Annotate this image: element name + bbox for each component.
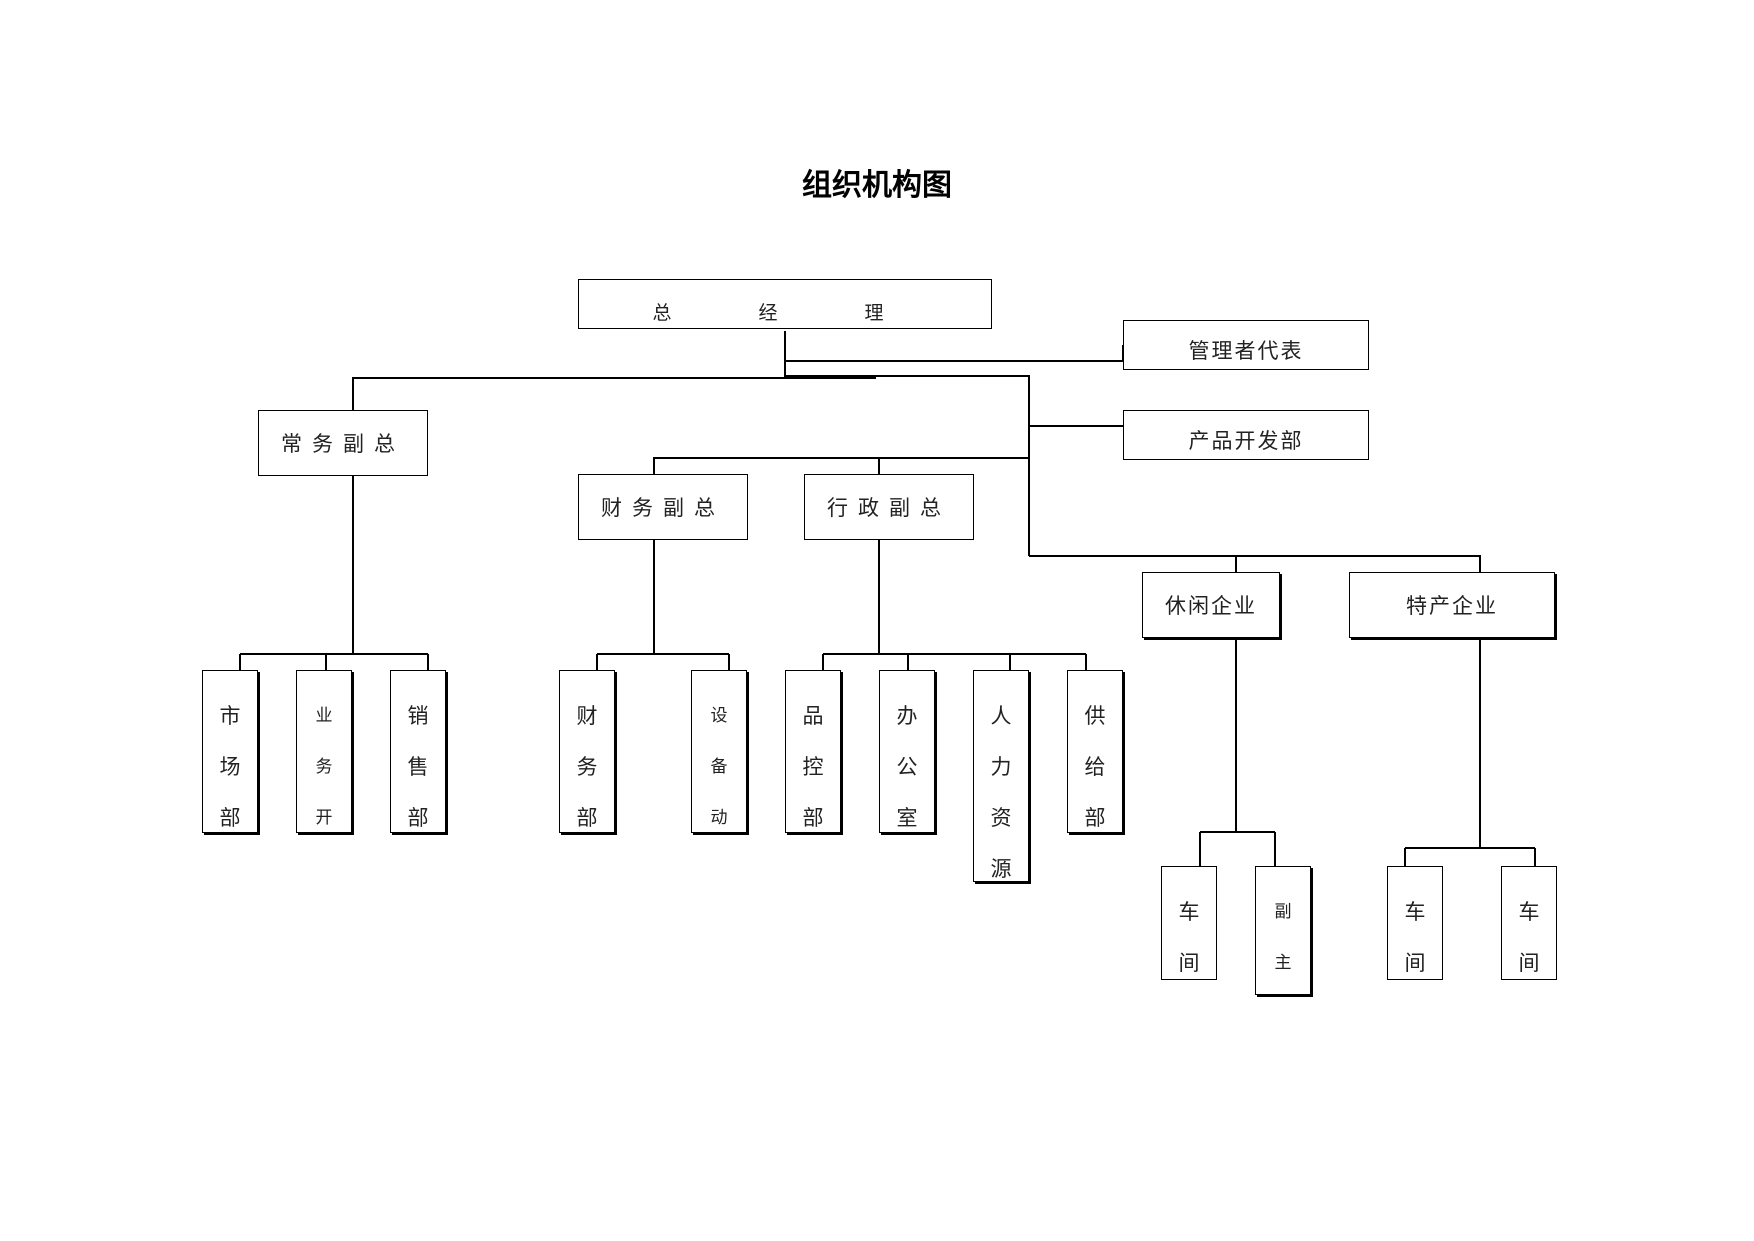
connector [239,474,429,670]
box-char: 间 [1518,951,1540,975]
specialty-enterprise-box: 特产企业 [1349,572,1555,638]
box-char: 部 [219,806,241,830]
box-char: 业 [315,706,333,726]
box-char: 车 [1178,900,1200,924]
page-title: 组织机构图 [802,168,952,203]
admin-vp-box: 行政副总 [804,474,974,540]
box-char: 室 [896,806,918,830]
workshop-box: 车 间 [1501,866,1557,980]
box-char: 车 [1404,900,1426,924]
box-char: 部 [576,806,598,830]
box-char: 控 [802,755,824,779]
box-char: 备 [710,757,728,777]
connector [653,457,1029,474]
box-char: 市 [219,704,241,728]
box-char: 车 [1518,900,1540,924]
box-char: 公 [896,755,918,779]
general-manager-box: 总 经 理 [578,279,992,329]
connector [1199,638,1276,866]
connector [1404,638,1536,866]
business-dev-box: 业 务 开 [296,670,352,833]
box-char: 办 [896,704,918,728]
market-dept-box: 市 场 部 [202,670,258,833]
box-char: 设 [710,706,728,726]
connector [784,361,1030,556]
connector [1029,555,1481,572]
product-development-box: 产品开发部 [1123,410,1369,460]
box-char: 供 [1084,704,1106,728]
box-char: 间 [1178,951,1200,975]
box-char: 售 [407,755,429,779]
connector [352,377,876,410]
box-char: 力 [990,755,1012,779]
box-char: 场 [219,755,241,779]
box-char: 部 [802,806,824,830]
box-char: 品 [802,704,824,728]
box-char: 资 [990,806,1012,830]
box-char: 销 [407,704,429,728]
finance-vp-box: 财务副总 [578,474,748,540]
deputy-director-box: 副 主 [1255,866,1311,995]
box-char: 源 [990,857,1012,881]
connector [822,539,1087,670]
box-char: 动 [710,808,728,828]
box-char: 部 [1084,806,1106,830]
finance-dept-box: 财 务 部 [559,670,615,833]
connector [596,539,730,670]
box-char: 开 [315,808,333,828]
box-char: 主 [1274,953,1292,973]
executive-vp-box: 常务副总 [258,410,428,476]
human-resources-box: 人 力 资 源 [973,670,1029,882]
box-char: 财 [576,704,598,728]
workshop-box: 车 间 [1387,866,1443,980]
leisure-enterprise-box: 休闲企业 [1142,572,1280,638]
equipment-dept-box: 设 备 动 [691,670,747,833]
sales-dept-box: 销 售 部 [390,670,446,833]
quality-control-box: 品 控 部 [785,670,841,833]
box-char: 人 [990,704,1012,728]
box-char: 给 [1084,755,1106,779]
office-box: 办 公 室 [879,670,935,833]
box-char: 务 [315,757,333,777]
workshop-box: 车 间 [1161,866,1217,980]
connector [784,331,1124,362]
box-char: 部 [407,806,429,830]
box-char: 间 [1404,951,1426,975]
box-char: 务 [576,755,598,779]
box-char: 副 [1274,902,1292,922]
management-representative-box: 管理者代表 [1123,320,1369,370]
supply-dept-box: 供 给 部 [1067,670,1123,833]
